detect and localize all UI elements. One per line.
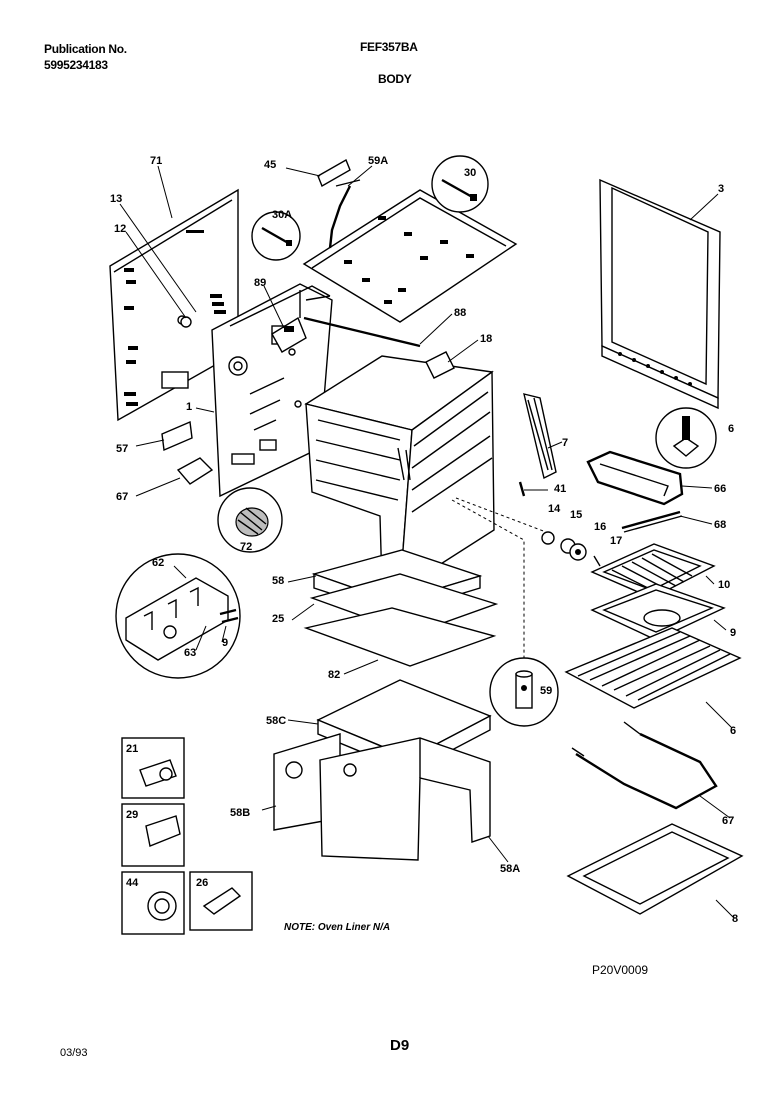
box-21 — [121, 737, 185, 799]
part-insulation-stack — [303, 549, 499, 667]
oven-liner-note: NOTE: Oven Liner N/A — [284, 922, 390, 933]
part-screw-12 — [180, 316, 192, 328]
label-30a: 30A — [272, 209, 292, 221]
part-rod — [303, 316, 421, 348]
label-6: 6 — [730, 725, 736, 737]
label-41: 41 — [554, 483, 566, 495]
label-71: 71 — [150, 155, 162, 167]
part-broiler-insert — [590, 543, 716, 599]
label-72: 72 — [240, 541, 252, 553]
label-44: 44 — [126, 877, 139, 889]
label-66: 66 — [714, 483, 726, 495]
label-45: 45 — [264, 159, 276, 171]
publication-label: Publication No. — [44, 42, 127, 56]
footer-date: 03/93 — [60, 1047, 88, 1059]
part-broil-element — [586, 450, 684, 506]
box-26 — [189, 871, 253, 931]
part-door-frame — [599, 178, 721, 410]
label-57: 57 — [116, 443, 128, 455]
label-3: 3 — [718, 183, 724, 195]
part-tube-59a — [328, 179, 361, 249]
label-58b: 58B — [230, 807, 250, 819]
label-8: 8 — [732, 913, 738, 925]
part-back-panel — [109, 188, 239, 422]
label-59: 59 — [540, 685, 552, 697]
part-knob-assembly — [541, 531, 601, 567]
model-number: FEF357BA — [360, 40, 418, 54]
inset-30 — [431, 155, 489, 213]
label-67a: 67 — [116, 491, 128, 503]
label-29: 29 — [126, 809, 138, 821]
inset-30a — [251, 211, 301, 261]
inset-72 — [217, 487, 283, 553]
part-clip-18 — [425, 351, 455, 379]
label-15: 15 — [570, 509, 582, 521]
label-82: 82 — [328, 669, 340, 681]
label-16: 16 — [594, 521, 606, 533]
label-10: 10 — [718, 579, 730, 591]
part-oven-bottom — [566, 823, 744, 915]
box-29 — [121, 803, 185, 867]
inset-62-63 — [115, 553, 241, 679]
part-component-89 — [271, 316, 307, 353]
label-17: 17 — [610, 535, 622, 547]
label-58a: 58A — [500, 863, 520, 875]
label-12: 12 — [114, 223, 126, 235]
label-67: 67 — [722, 815, 734, 827]
part-top-panel — [302, 189, 518, 323]
part-block-67 — [176, 457, 214, 485]
page-number: D9 — [390, 1037, 409, 1054]
part-labels: 71 13 12 89 45 59A 30A 30 3 88 18 1 57 6… — [110, 155, 738, 925]
label-7: 7 — [562, 437, 568, 449]
label-14: 14 — [548, 503, 561, 515]
part-oven-rack — [564, 627, 742, 709]
publication-number: 5995234183 — [44, 58, 108, 72]
label-62: 62 — [152, 557, 164, 569]
part-hinge — [518, 393, 557, 497]
label-30: 30 — [464, 167, 476, 179]
label-59a: 59A — [368, 155, 388, 167]
inset-5 — [655, 407, 717, 469]
label-68: 68 — [714, 519, 726, 531]
label-9: 9 — [730, 627, 736, 639]
part-bake-element — [571, 721, 718, 810]
label-89: 89 — [254, 277, 266, 289]
part-broiler-pan — [590, 583, 726, 641]
label-13: 13 — [110, 193, 122, 205]
box-44 — [121, 871, 185, 935]
section-title: BODY — [378, 72, 412, 86]
label-9a: 9 — [222, 637, 228, 649]
leader-lines — [119, 165, 735, 919]
label-58: 58 — [272, 575, 284, 587]
diagram-code: P20V0009 — [592, 963, 648, 977]
part-lower-insulation — [273, 679, 492, 861]
label-25: 25 — [272, 613, 284, 625]
part-bracket-45 — [317, 158, 351, 188]
label-5: 6 — [728, 423, 734, 435]
label-58c: 58C — [266, 715, 286, 727]
part-sensor-rod — [621, 510, 683, 533]
label-26: 26 — [196, 877, 208, 889]
label-63: 63 — [184, 647, 196, 659]
part-bracket-57 — [161, 420, 193, 452]
label-21: 21 — [126, 743, 138, 755]
label-18: 18 — [480, 333, 492, 345]
label-88: 88 — [454, 307, 466, 319]
label-1: 1 — [186, 401, 192, 413]
